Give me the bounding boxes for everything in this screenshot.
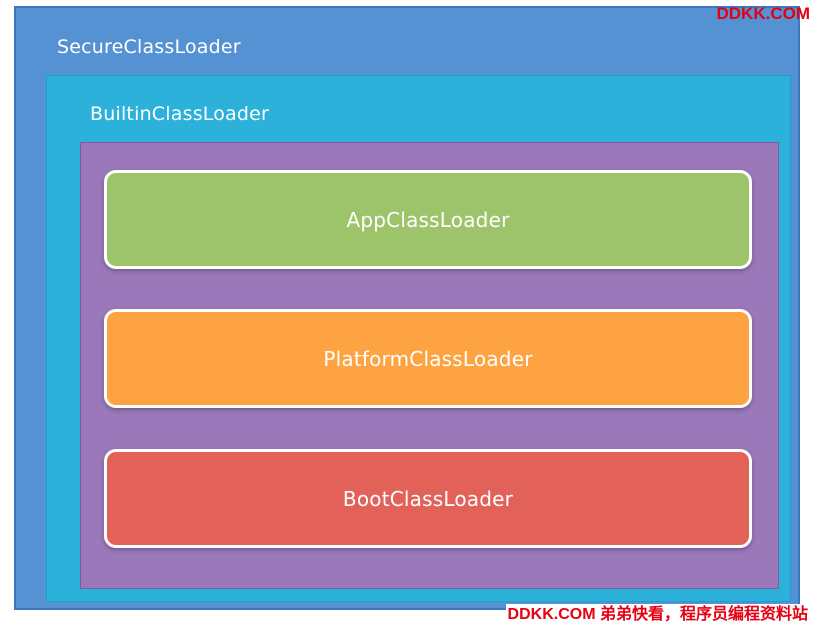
builtin-class-loader-label: BuiltinClassLoader — [90, 103, 270, 125]
boot-class-loader-label: BootClassLoader — [342, 486, 514, 511]
watermark-bottom: DDKK.COM 弟弟快看，程序员编程资料站 — [505, 604, 810, 625]
secure-class-loader-label: SecureClassLoader — [57, 36, 241, 58]
app-class-loader-label: AppClassLoader — [346, 207, 510, 232]
platform-class-loader-box: PlatformClassLoader — [104, 309, 752, 408]
boot-class-loader-box: BootClassLoader — [104, 449, 752, 548]
watermark-top: DDKK.COM — [716, 4, 811, 23]
app-class-loader-box: AppClassLoader — [104, 170, 752, 269]
platform-class-loader-label: PlatformClassLoader — [323, 346, 533, 371]
